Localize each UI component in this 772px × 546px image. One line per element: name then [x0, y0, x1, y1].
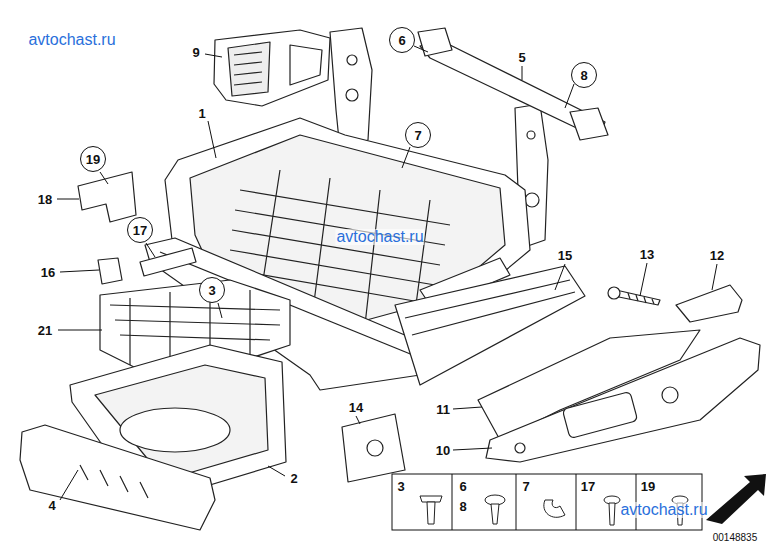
callout-number: 12: [710, 249, 724, 262]
callout-number: 8: [459, 500, 466, 513]
callout-number: 14: [349, 401, 363, 414]
callout-number: 18: [38, 193, 52, 206]
circled-callout: 17: [127, 217, 153, 243]
circled-callout: 7: [405, 122, 431, 148]
watermark: avtochast.ru: [335, 229, 424, 245]
callout-number: 19: [641, 480, 655, 493]
circled-callout: 8: [571, 62, 597, 88]
callout-number: 17: [581, 480, 595, 493]
callout-number: 9: [192, 46, 199, 59]
callout-number: 19: [86, 153, 100, 166]
callout-number: 8: [580, 69, 587, 82]
callout-number: 13: [640, 248, 654, 261]
watermark: avtochast.ru: [27, 32, 116, 48]
callout-number: 7: [522, 480, 529, 493]
callout-number: 17: [133, 224, 147, 237]
callout-number: 11: [436, 403, 450, 416]
callout-number: 4: [48, 499, 55, 512]
callout-number: 3: [208, 284, 215, 297]
callout-number: 10: [436, 444, 450, 457]
circled-callout: 6: [389, 27, 415, 53]
callout-number: 15: [558, 249, 572, 262]
callout-number: 6: [459, 480, 466, 493]
callout-number: 16: [41, 266, 55, 279]
callout-number: 21: [38, 324, 52, 337]
callout-number: 7: [414, 129, 421, 142]
callout-number: 1: [198, 107, 205, 120]
circled-callout: 19: [80, 146, 106, 172]
watermark: avtochast.ru: [619, 502, 708, 518]
circled-callout: 3: [199, 277, 225, 303]
callout-number: 6: [398, 34, 405, 47]
callout-number: 3: [397, 480, 404, 493]
callout-number: 5: [518, 51, 525, 64]
callout-number: 2: [290, 472, 297, 485]
diagram-number: 00148835: [713, 533, 758, 543]
